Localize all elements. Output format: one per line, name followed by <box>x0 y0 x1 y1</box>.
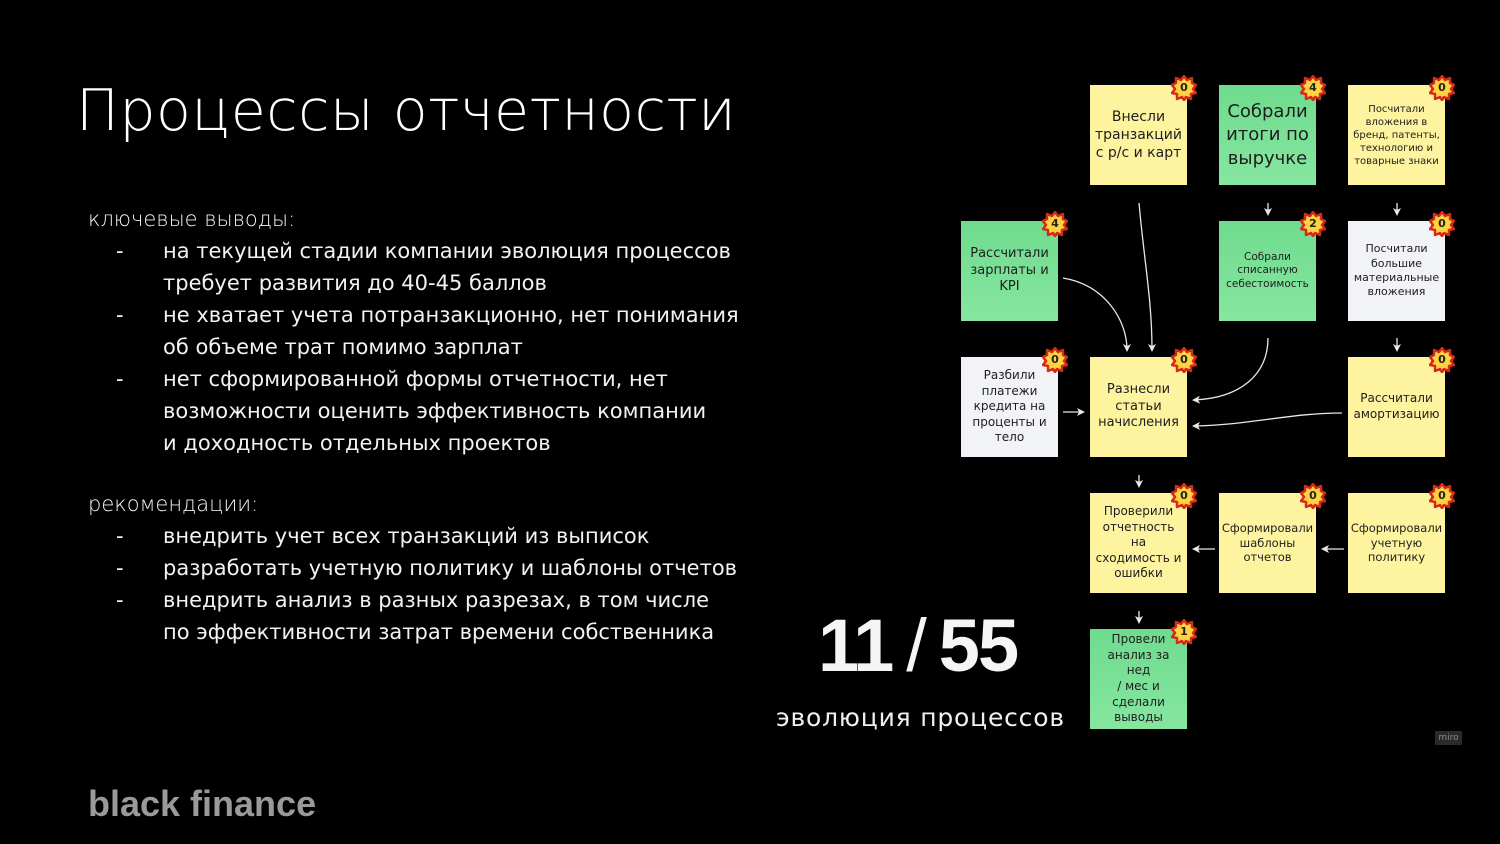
score-badge: 0 <box>1171 483 1197 509</box>
finding-text: нет сформированной формы отчетности, нет… <box>163 367 707 455</box>
score-badge: 1 <box>1171 619 1197 645</box>
sticky-note[interactable]: Собрали списанную себестоимость 2 <box>1219 211 1326 321</box>
sticky-note[interactable]: Разнесли статьи начисления 0 <box>1090 347 1197 457</box>
flower-badge-icon <box>1300 483 1326 509</box>
recommendation-item: - внедрить анализ в разных разрезах, в т… <box>88 584 737 648</box>
recommendation-text: внедрить анализ в разных разрезах, в том… <box>163 588 715 644</box>
flower-badge-icon <box>1042 347 1068 373</box>
badge-score: 1 <box>1180 625 1188 638</box>
score-badge: 0 <box>1042 347 1068 373</box>
note-label: Сформировали шаблоны отчетов <box>1221 520 1314 565</box>
note-label: Посчитали большие материальные вложения <box>1353 242 1440 299</box>
sticky-note[interactable]: Провели анализ за нед / мес и сделали вы… <box>1090 619 1197 729</box>
score-max: 55 <box>938 604 1019 687</box>
recommendation-item: - внедрить учет всех транзакций из выпис… <box>88 520 737 552</box>
score-badge: 0 <box>1429 483 1455 509</box>
flower-badge-icon <box>1171 75 1197 101</box>
flower-badge-icon <box>1171 347 1197 373</box>
score-value: 11/55 <box>818 603 1019 688</box>
bullet-dash: - <box>116 588 124 612</box>
note-label: Рассчитали амортизацию <box>1353 391 1440 421</box>
flower-badge-icon <box>1171 483 1197 509</box>
bullet-dash: - <box>116 556 124 580</box>
finding-text: на текущей стадии компании эволюция проц… <box>163 239 731 295</box>
flower-badge-icon <box>1300 211 1326 237</box>
badge-score: 0 <box>1438 353 1446 366</box>
sticky-note[interactable]: Разбили платежи кредита на проценты и те… <box>961 347 1068 457</box>
flower-badge-icon <box>1171 619 1197 645</box>
recommendations-heading: рекомендации: <box>88 492 259 516</box>
note-label: Рассчитали зарплаты и KPI <box>970 245 1049 295</box>
sticky-note[interactable]: Рассчитали амортизацию 0 <box>1348 347 1455 457</box>
note-label: Сформировали учетную политику <box>1350 520 1443 565</box>
recommendation-text: внедрить учет всех транзакций из выписок <box>163 524 650 548</box>
flower-badge-icon <box>1429 483 1455 509</box>
note-label: Разнесли статьи начисления <box>1098 381 1179 431</box>
recommendation-item: - разработать учетную политику и шаблоны… <box>88 552 737 584</box>
badge-score: 0 <box>1438 217 1446 230</box>
sticky-note[interactable]: Посчитали большие материальные вложения … <box>1348 211 1455 321</box>
score-badge: 4 <box>1300 75 1326 101</box>
bullet-dash: - <box>116 367 124 391</box>
badge-score: 0 <box>1180 353 1188 366</box>
badge-score: 0 <box>1180 81 1188 94</box>
note-label: Посчитали вложения в бренд, патенты, тех… <box>1353 103 1440 167</box>
score-badge: 0 <box>1171 75 1197 101</box>
sticky-note[interactable]: Собрали итоги по выручке 4 <box>1219 75 1326 185</box>
miro-watermark: miro <box>1435 731 1462 745</box>
flower-badge-icon <box>1429 211 1455 237</box>
bullet-dash: - <box>116 239 124 263</box>
flower-badge-icon <box>1429 347 1455 373</box>
note-label: Собрали списанную себестоимость <box>1226 250 1309 290</box>
badge-score: 0 <box>1309 489 1317 502</box>
note-label: Проверили отчетность на сходимость и оши… <box>1095 504 1182 581</box>
sticky-note[interactable]: Сформировали шаблоны отчетов 0 <box>1219 483 1326 593</box>
flower-badge-icon <box>1042 211 1068 237</box>
recommendation-text: разработать учетную политику и шаблоны о… <box>163 556 738 580</box>
badge-score: 2 <box>1309 217 1317 230</box>
note-label: Внесли транзакций с р/с и карт <box>1095 108 1182 162</box>
score-badge: 0 <box>1429 75 1455 101</box>
score-separator: / <box>906 604 927 687</box>
badge-score: 4 <box>1051 217 1059 230</box>
sticky-note[interactable]: Внесли транзакций с р/с и карт 0 <box>1090 75 1197 185</box>
score-badge: 0 <box>1171 347 1197 373</box>
bullet-dash: - <box>116 524 124 548</box>
badge-score: 0 <box>1438 489 1446 502</box>
slide-title: Процессы отчетности <box>76 78 737 144</box>
score-label: эволюция процессов <box>776 703 1065 732</box>
flower-badge-icon <box>1429 75 1455 101</box>
key-findings: ключевые выводы: - на текущей стадии ком… <box>88 203 739 459</box>
sticky-note[interactable]: Проверили отчетность на сходимость и оши… <box>1090 483 1197 593</box>
badge-score: 0 <box>1438 81 1446 94</box>
note-label: Разбили платежи кредита на проценты и те… <box>972 368 1047 445</box>
sticky-note[interactable]: Сформировали учетную политику 0 <box>1348 483 1455 593</box>
finding-item: - не хватает учета потранзакционно, нет … <box>88 299 739 363</box>
score-badge: 0 <box>1429 347 1455 373</box>
bullet-dash: - <box>116 303 124 327</box>
finding-item: - на текущей стадии компании эволюция пр… <box>88 235 739 299</box>
badge-score: 0 <box>1051 353 1059 366</box>
finding-item: - нет сформированной формы отчетности, н… <box>88 363 739 459</box>
findings-heading: ключевые выводы: <box>88 207 296 231</box>
badge-score: 0 <box>1180 489 1188 502</box>
recommendations: рекомендации: - внедрить учет всех транз… <box>88 488 737 648</box>
badge-score: 4 <box>1309 81 1317 94</box>
score-badge: 0 <box>1429 211 1455 237</box>
brand-logo: black finance <box>88 783 317 824</box>
score-badge: 0 <box>1300 483 1326 509</box>
sticky-note[interactable]: Рассчитали зарплаты и KPI 4 <box>961 211 1068 321</box>
score-current: 11 <box>818 604 894 687</box>
note-label: Провели анализ за нед / мес и сделали вы… <box>1107 632 1170 725</box>
finding-text: не хватает учета потранзакционно, нет по… <box>163 303 739 359</box>
sticky-note[interactable]: Посчитали вложения в бренд, патенты, тех… <box>1348 75 1455 185</box>
flower-badge-icon <box>1300 75 1326 101</box>
score-badge: 2 <box>1300 211 1326 237</box>
score-badge: 4 <box>1042 211 1068 237</box>
note-label: Собрали итоги по выручке <box>1226 100 1309 169</box>
